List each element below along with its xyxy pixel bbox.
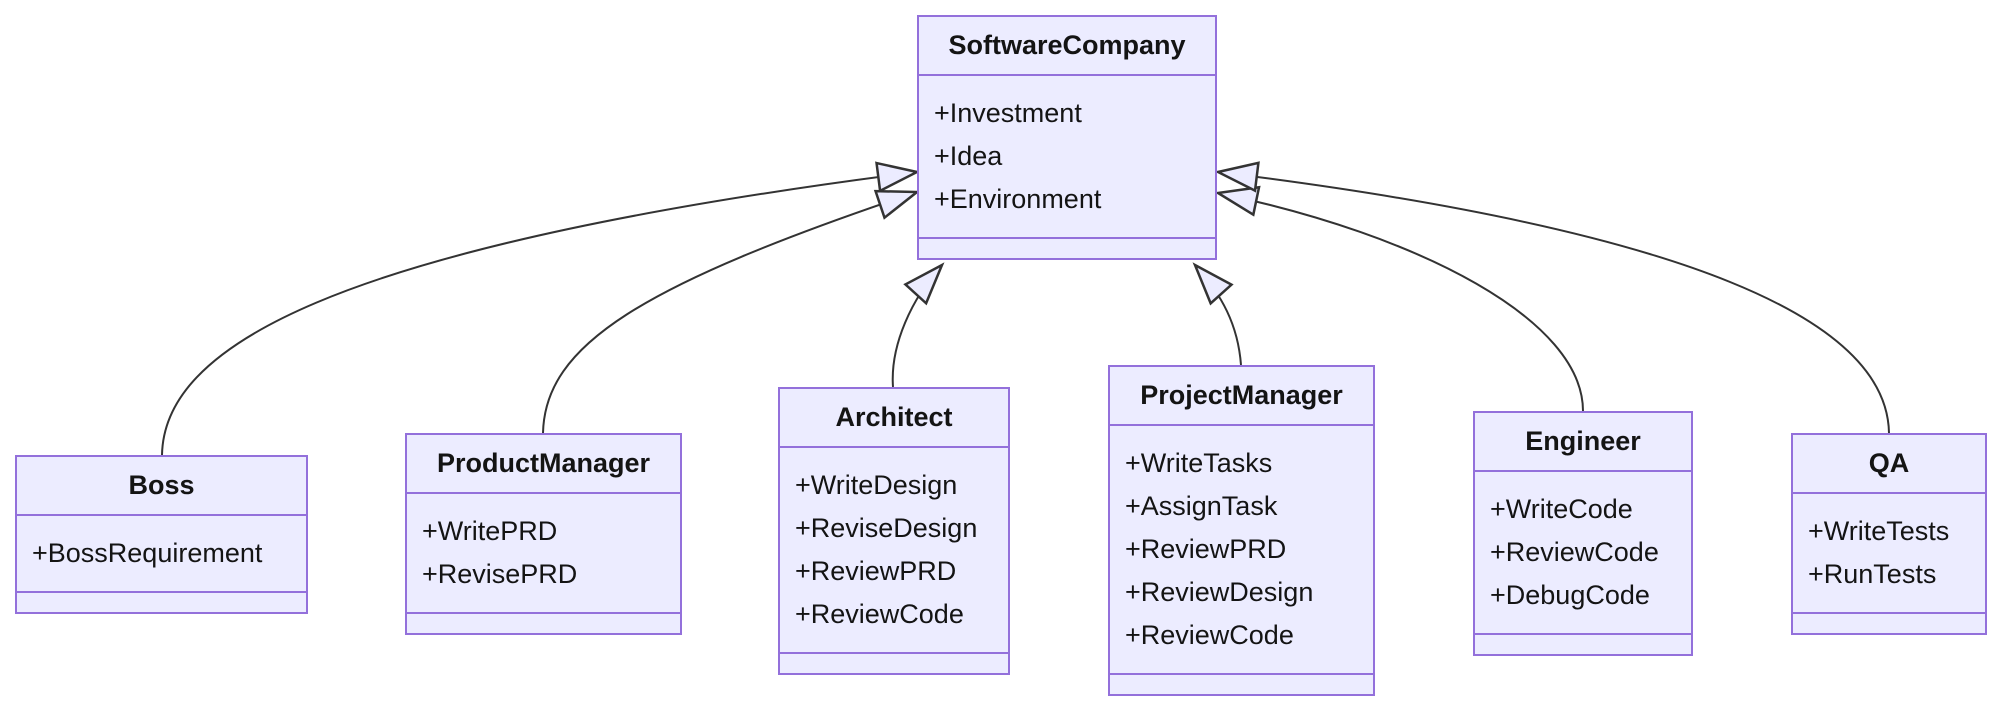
class-methods-compartment [407, 612, 680, 633]
class-attributes: +WritePRD +RevisePRD [407, 494, 680, 612]
inheritance-edge-engineer-softwarecompany [1214, 185, 1584, 412]
class-attributes: +WriteCode +ReviewCode +DebugCode [1475, 472, 1691, 633]
inheritance-edge-qa-softwarecompany [1214, 161, 1890, 434]
class-box-qa: QA +WriteTests +RunTests [1791, 433, 1987, 635]
class-box-productmanager: ProductManager +WritePRD +RevisePRD [405, 433, 682, 635]
class-attributes: +BossRequirement [17, 516, 306, 591]
class-box-projectmanager: ProjectManager +WriteTasks +AssignTask +… [1108, 365, 1375, 696]
class-box-softwarecompany: SoftwareCompany +Investment +Idea +Envir… [917, 15, 1217, 260]
class-attribute: +Idea [934, 141, 1003, 171]
class-attribute: +WriteTasks [1125, 448, 1273, 478]
class-title: Engineer [1475, 413, 1691, 472]
class-attributes: +Investment +Idea +Environment [919, 76, 1215, 237]
class-methods-compartment [1475, 633, 1691, 654]
class-attribute: +AssignTask [1125, 491, 1278, 521]
class-attribute: +Environment [934, 184, 1102, 214]
class-attribute: +WriteTests [1808, 516, 1950, 546]
class-box-engineer: Engineer +WriteCode +ReviewCode +DebugCo… [1473, 411, 1693, 656]
class-attribute: +RevisePRD [422, 559, 578, 589]
class-methods-compartment [17, 591, 306, 612]
class-title: ProjectManager [1110, 367, 1373, 426]
class-title: QA [1793, 435, 1985, 494]
class-attribute: +ReviseDesign [795, 513, 978, 543]
class-attribute: +ReviewCode [795, 599, 964, 629]
inheritance-edge-projectmanager-softwarecompany [1192, 262, 1242, 366]
class-title: Architect [780, 389, 1008, 448]
inheritance-edge-boss-softwarecompany [161, 161, 921, 456]
class-attribute: +ReviewPRD [1125, 534, 1287, 564]
inheritance-edge-architect-softwarecompany [891, 262, 945, 388]
class-attribute: +WriteDesign [795, 470, 958, 500]
class-attribute: +WriteCode [1490, 494, 1633, 524]
class-attribute: +ReviewCode [1490, 537, 1659, 567]
class-title: Boss [17, 457, 306, 516]
class-attribute: +RunTests [1808, 559, 1937, 589]
inheritance-edge-productmanager-softwarecompany [542, 189, 921, 434]
class-attribute: +Investment [934, 98, 1082, 128]
class-methods-compartment [919, 237, 1215, 258]
class-attributes: +WriteTasks +AssignTask +ReviewPRD +Revi… [1110, 426, 1373, 673]
class-title: SoftwareCompany [919, 17, 1215, 76]
class-attribute: +WritePRD [422, 516, 558, 546]
class-methods-compartment [1793, 612, 1985, 633]
class-attribute: +ReviewCode [1125, 620, 1294, 650]
class-methods-compartment [1110, 673, 1373, 694]
class-methods-compartment [780, 652, 1008, 673]
class-box-architect: Architect +WriteDesign +ReviseDesign +Re… [778, 387, 1010, 675]
class-title: ProductManager [407, 435, 680, 494]
class-attributes: +WriteDesign +ReviseDesign +ReviewPRD +R… [780, 448, 1008, 652]
class-attribute: +ReviewPRD [795, 556, 957, 586]
class-attribute: +DebugCode [1490, 580, 1650, 610]
class-attribute: +BossRequirement [32, 538, 263, 568]
class-attributes: +WriteTests +RunTests [1793, 494, 1985, 612]
class-box-boss: Boss +BossRequirement [15, 455, 308, 614]
class-attribute: +ReviewDesign [1125, 577, 1314, 607]
